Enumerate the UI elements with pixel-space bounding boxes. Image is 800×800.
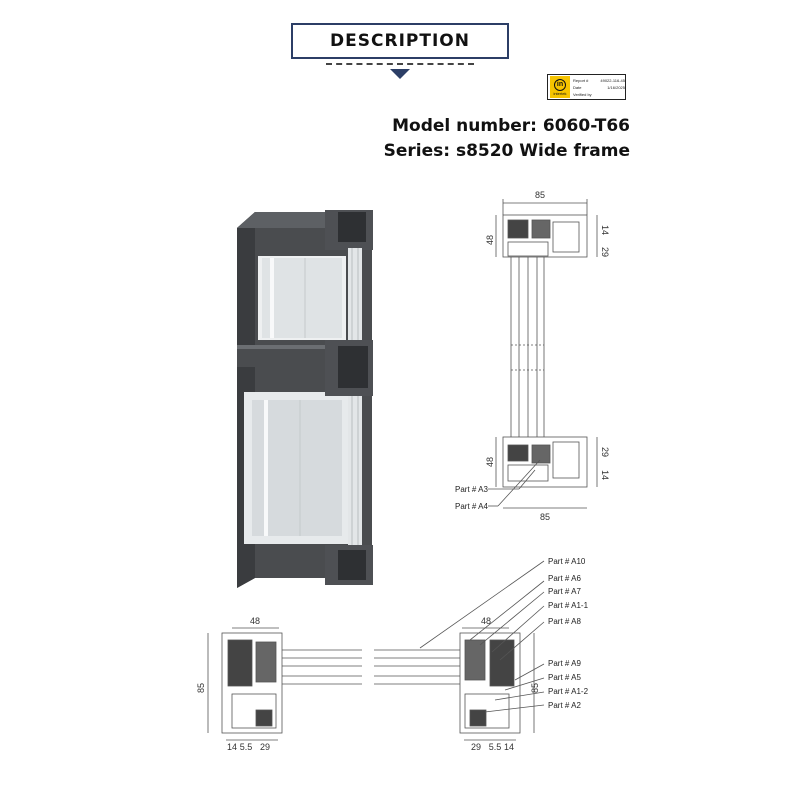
dim-right-height: 85 (530, 683, 540, 693)
window-3d-render (237, 210, 373, 588)
part-label-a8: Part # A8 (548, 617, 581, 626)
header-arrow-icon (390, 69, 410, 79)
header-dashed-rule (326, 63, 474, 65)
dim-bottom-right-a: 29 (600, 447, 610, 457)
part-label-a10: Part # A10 (548, 557, 586, 566)
dim-right-width: 48 (481, 616, 491, 626)
dim-top-right-b: 29 (600, 247, 610, 257)
description-header: DESCRIPTION (291, 23, 509, 59)
dim-left-width: 48 (250, 616, 260, 626)
part-label-a1-2: Part # A1-2 (548, 687, 589, 696)
dim-bottom-right-b: 14 (600, 470, 610, 480)
dim-left-height: 85 (196, 683, 206, 693)
dim-top-height: 48 (485, 235, 495, 245)
cert-row-report: Report #49022-116-45 (573, 78, 625, 83)
vertical-section-drawing (488, 199, 598, 509)
dim-left-bottom-c: 29 (260, 742, 270, 752)
part-label-a1-1: Part # A1-1 (548, 601, 589, 610)
dim-bottom-height: 48 (485, 457, 495, 467)
dim-bottom-width: 85 (540, 512, 550, 522)
description-title: DESCRIPTION (330, 31, 470, 51)
part-label-a4: Part # A4 (455, 502, 488, 511)
intertek-logo: in intertek (550, 76, 570, 98)
part-label-a9: Part # A9 (548, 659, 581, 668)
series-name: Series: s8520 Wide frame (383, 141, 630, 161)
dim-top-width: 85 (535, 190, 545, 200)
model-number: Model number: 6060-T66 (392, 116, 630, 136)
dim-right-bottom-b: 5.5 (489, 742, 502, 752)
dim-top-right-a: 14 (600, 225, 610, 235)
cert-row-verified: Verified by (573, 92, 592, 97)
part-label-a5: Part # A5 (548, 673, 581, 682)
dim-right-bottom-a: 29 (471, 742, 481, 752)
part-label-a3: Part # A3 (455, 485, 488, 494)
part-label-a6: Part # A6 (548, 574, 581, 583)
horizontal-section-drawing (207, 560, 545, 741)
dim-left-bottom-a: 14 (227, 742, 237, 752)
part-label-a2: Part # A2 (548, 701, 581, 710)
dim-left-bottom-b: 5.5 (240, 742, 253, 752)
part-label-a7: Part # A7 (548, 587, 581, 596)
dim-right-bottom-c: 14 (504, 742, 514, 752)
